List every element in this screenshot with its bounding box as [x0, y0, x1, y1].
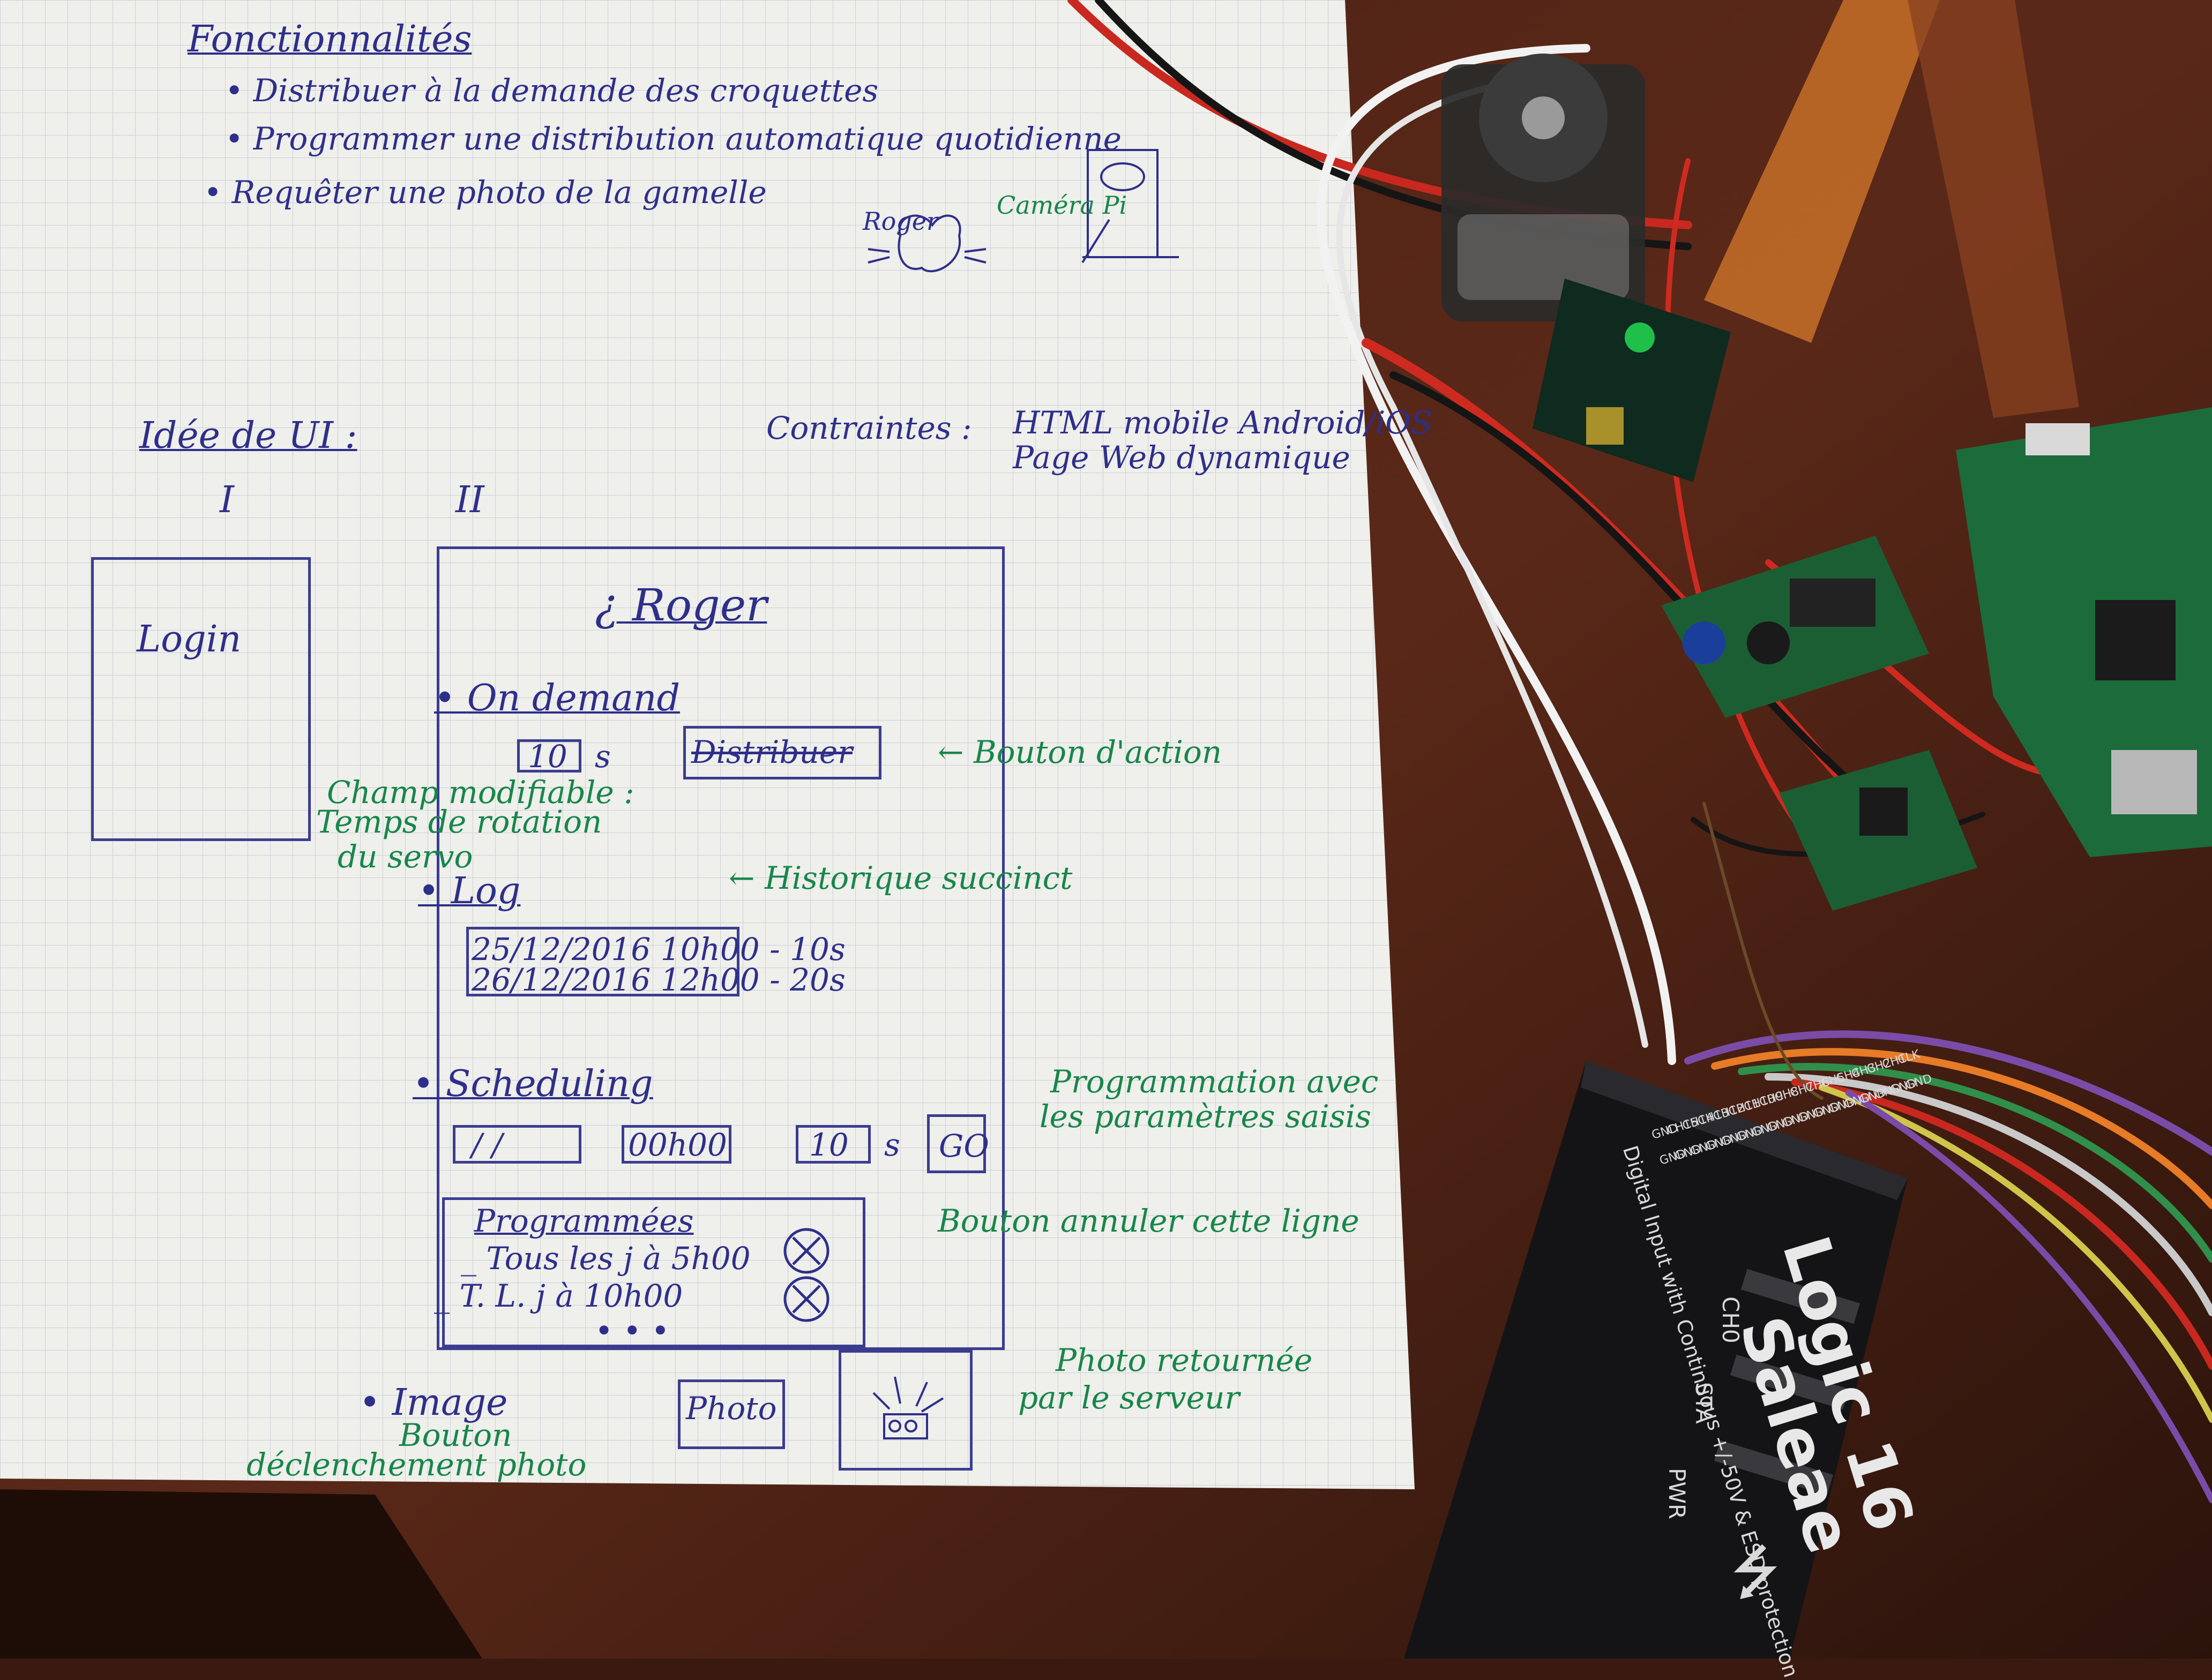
- log-note-text: Historique succinct: [765, 860, 1073, 896]
- duration-unit: s: [595, 738, 611, 775]
- scheduling-note-line-1: Programmation avec: [1050, 1063, 1379, 1100]
- programmed-label: Programmées: [474, 1203, 694, 1239]
- image-label: • Image: [359, 1382, 508, 1424]
- features-heading: Fonctionnalités: [188, 18, 472, 61]
- camera-module: [1533, 279, 1731, 482]
- programmed-row-2: _ T. L. j à 10h00: [434, 1278, 683, 1314]
- duration-field-sketch: [517, 739, 581, 772]
- camera-label: Caméra Pi: [997, 191, 1127, 220]
- programmed-ellipsis: • • •: [595, 1312, 670, 1349]
- programmed-box-sketch: [442, 1197, 865, 1347]
- go-button-sketch: [927, 1114, 986, 1173]
- photo-note-line-1: Photo retournée: [1056, 1342, 1313, 1378]
- on-demand-text: On demand: [467, 677, 681, 719]
- log-label: • Log: [418, 870, 521, 912]
- photo-preview-sketch: [839, 1350, 973, 1471]
- screen-2-numeral: II: [455, 479, 484, 521]
- analyzer-led-label: PWR: [1664, 1468, 1690, 1520]
- raspberry-pi-board: [1956, 407, 2212, 857]
- photo-button-sketch: [678, 1379, 785, 1449]
- programmed-row-2-text: T. L. j à 10h00: [459, 1278, 683, 1314]
- date-field-value: / /: [472, 1127, 503, 1163]
- login-screen-sketch: [91, 557, 311, 841]
- login-title: Login: [137, 618, 242, 661]
- log-entry-1: 25/12/2016 10h00 - 10s: [472, 931, 846, 968]
- distribute-button-label: Distribuer: [691, 734, 853, 770]
- log-note: ← Historique succinct: [729, 860, 1073, 896]
- cat-name-label: Roger: [863, 207, 938, 236]
- schedule-duration-value: 10: [809, 1127, 849, 1163]
- constraints-line-1: HTML mobile Android/iOS: [1013, 404, 1432, 441]
- log-text: Log: [451, 870, 521, 912]
- cancel-icons-sketch: [783, 1228, 829, 1322]
- time-field-value: 00h00: [628, 1127, 727, 1163]
- photo-button-note-line-1: Bouton: [399, 1417, 512, 1453]
- power-board-1: [1661, 536, 1929, 718]
- feature-text-3: Requêter une photo de la gamelle: [231, 174, 767, 211]
- field-note-line-3: du servo: [338, 838, 473, 875]
- power-board-2: [1779, 750, 1977, 911]
- photo-button-label: Photo: [686, 1390, 777, 1427]
- log-entry-2: 26/12/2016 12h00 - 20s: [472, 962, 846, 998]
- cancel-row-note: Bouton annuler cette ligne: [938, 1203, 1359, 1239]
- duration-value: 10: [528, 738, 567, 775]
- ui-heading: Idée de UI :: [139, 415, 357, 457]
- photo-note-line-2: par le serveur: [1018, 1379, 1240, 1416]
- cat-head-sketch: [898, 214, 961, 273]
- constraints-label: Contraintes :: [766, 410, 972, 446]
- screen-1-numeral: I: [220, 479, 234, 521]
- field-note-line-1: Champ modifiable :: [327, 774, 634, 811]
- date-field-sketch: [453, 1125, 581, 1164]
- feeder-sketch: [868, 149, 1179, 273]
- cancel-row-1-icon: [783, 1228, 829, 1274]
- constraints-line-2: Page Web dynamique: [1013, 439, 1350, 476]
- image-label-text: Image: [392, 1382, 508, 1424]
- schedule-duration-unit: s: [884, 1127, 900, 1163]
- ribbon-cable-2: [1908, 0, 2079, 418]
- cancel-row-2-icon: [783, 1276, 829, 1322]
- bowl-sketch-icon: [872, 1376, 944, 1439]
- feature-item-3: • Requêter une photo de la gamelle: [204, 174, 767, 211]
- programmed-row-1: _ Tous les j à 5h00: [461, 1240, 751, 1277]
- desk-shadow: [0, 1489, 482, 1659]
- photo-button-note-line-2: déclenchement photo: [246, 1446, 587, 1483]
- analyzer-led-label: CH0: [1717, 1296, 1744, 1344]
- action-button-note-text: Bouton d'action: [974, 734, 1222, 770]
- feature-item-2: • Programmer une distribution automatiqu…: [225, 121, 1122, 157]
- distribute-button-sketch: [683, 726, 881, 779]
- paper-grid: [0, 0, 1415, 1489]
- cables: [1067, 0, 2212, 1503]
- scheduling-label: • Scheduling: [413, 1063, 653, 1105]
- scheduling-note-line-2: les paramètres saisis: [1040, 1098, 1371, 1135]
- usb-icon: ⭍: [1731, 1538, 1780, 1607]
- log-box-sketch: [466, 927, 739, 996]
- analyzer-led-label: STA: [1691, 1382, 1717, 1424]
- programmed-row-1-text: Tous les j à 5h00: [486, 1240, 751, 1277]
- time-field-sketch: [622, 1125, 731, 1164]
- feature-text-2: Programmer une distribution automatique …: [253, 121, 1122, 157]
- go-button-label: GO: [939, 1128, 989, 1164]
- on-demand-label: • On demand: [434, 677, 681, 719]
- action-button-note: ← Bouton d'action: [938, 734, 1222, 770]
- screen-2-title: ¿ Roger: [595, 580, 767, 631]
- feature-text-1: Distribuer à la demande des croquettes: [253, 72, 879, 109]
- servo-motor: [1441, 54, 1645, 321]
- schedule-duration-sketch: [796, 1125, 871, 1164]
- main-screen-sketch: [437, 546, 1005, 1350]
- feature-item-1: • Distribuer à la demande des croquettes: [225, 72, 879, 109]
- field-note-line-2: Temps de rotation: [316, 804, 602, 840]
- logic-analyzer-body: [1404, 1061, 1908, 1659]
- scheduling-text: Scheduling: [445, 1063, 653, 1105]
- ribbon-cable: [1704, 0, 1940, 343]
